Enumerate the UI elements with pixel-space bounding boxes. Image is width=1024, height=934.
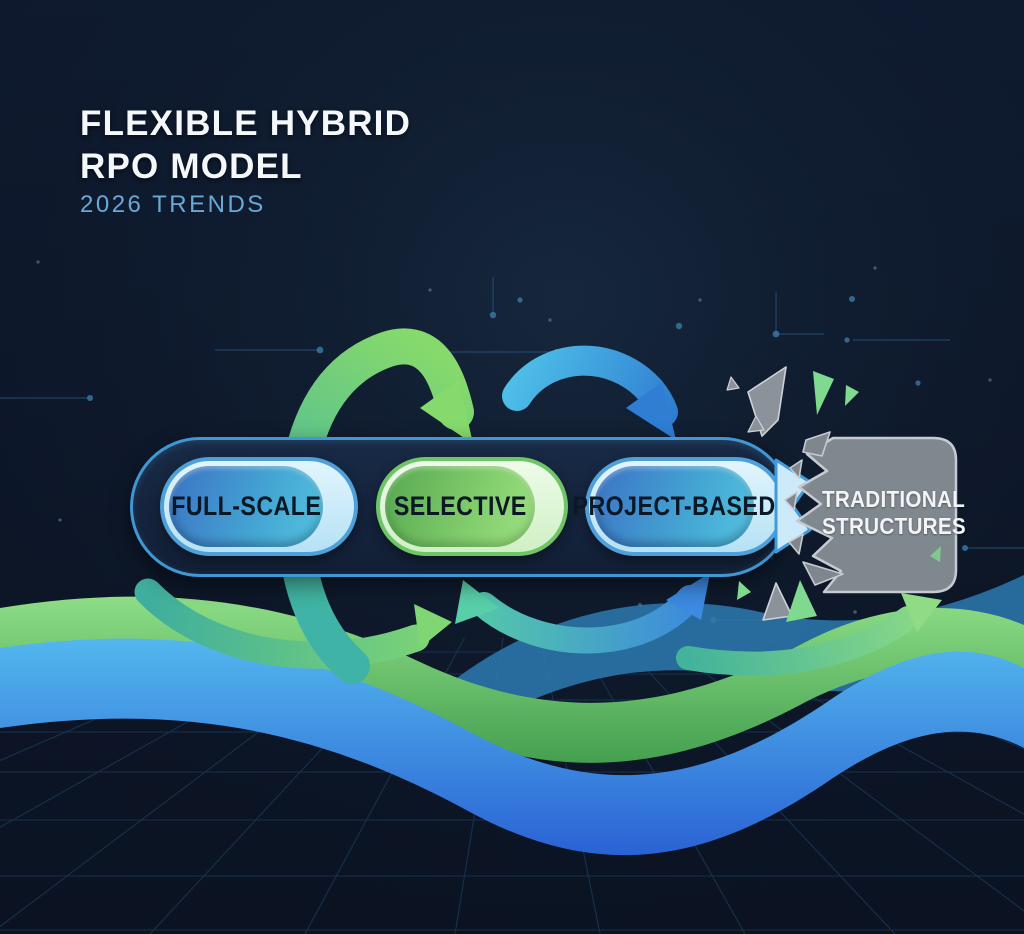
cycle-up-arrow: [455, 573, 710, 654]
flow-right-arrowhead: [414, 604, 452, 648]
up-right-arrowhead: [666, 573, 710, 620]
option-full-scale-inner: FULL-SCALE: [169, 466, 323, 547]
broken-box-shape: [795, 436, 958, 594]
option-label: FULL-SCALE: [170, 491, 322, 521]
green-cycle-arrow: [277, 328, 474, 684]
blue-arc-arrowhead: [626, 382, 676, 440]
option-selective-inner: SELECTIVE: [385, 466, 535, 547]
rise-right-arrow: [676, 593, 942, 676]
impact-shards: [726, 366, 941, 622]
flow-right-arrow: [134, 578, 452, 669]
blue-wave: [0, 638, 1024, 856]
box-fragments: [784, 431, 844, 586]
option-project-based-inner: PROJECT-BASED: [573, 466, 775, 547]
option-full-scale[interactable]: FULL-SCALE: [160, 457, 358, 556]
rise-right-arrowhead: [901, 593, 942, 632]
option-project-based[interactable]: PROJECT-BASED: [573, 457, 785, 556]
option-label: SELECTIVE: [393, 491, 527, 521]
option-label: PROJECT-BASED: [572, 491, 776, 521]
blue-cycle-arrow: [502, 345, 678, 440]
green-arc-arrowhead: [420, 380, 473, 444]
page-subtitle: 2026 TRENDS: [80, 191, 266, 218]
option-selective[interactable]: SELECTIVE: [376, 457, 568, 556]
up-left-arrowhead: [455, 580, 499, 624]
